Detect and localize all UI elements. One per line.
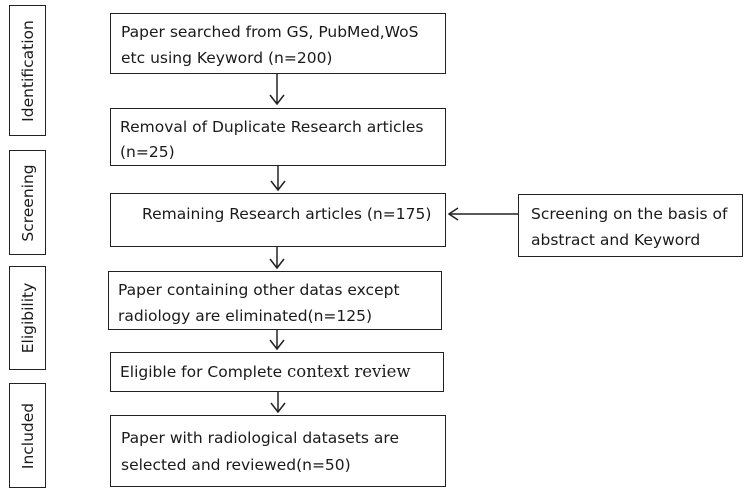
- eligible-text: Eligible for Complete context review: [120, 359, 411, 385]
- duplicates-text-line1: Removal of Duplicate Research articles: [120, 118, 424, 136]
- arrow-duplicates-to-remaining: [270, 166, 286, 192]
- other-data-box: [108, 271, 442, 330]
- other-data-text-line1: Paper containing other datas except: [118, 281, 400, 299]
- included-text-line1: Paper with radiological datasets are: [121, 429, 399, 447]
- included-box: [110, 415, 446, 487]
- search-text-line2: etc using Keyword (n=200): [121, 49, 333, 67]
- eligible-box: [110, 352, 444, 392]
- arrow-eligible-to-included: [270, 392, 286, 414]
- duplicates-box: [110, 108, 446, 166]
- remaining-box: [110, 193, 446, 247]
- stage-identification: Identification: [9, 5, 46, 136]
- stage-screening: Screening: [9, 150, 46, 255]
- eligible-text-part2: context review: [287, 362, 411, 381]
- stage-eligibility: Eligibility: [9, 266, 46, 370]
- search-text-line1: Paper searched from GS, PubMed,WoS: [121, 23, 419, 41]
- arrow-screening-basis-to-remaining: [447, 207, 518, 221]
- remaining-text: Remaining Research articles (n=175): [142, 205, 432, 223]
- duplicates-text-line2: (n=25): [120, 143, 175, 161]
- eligible-text-part1: Eligible for Complete: [120, 363, 288, 381]
- arrow-search-to-duplicates: [269, 74, 285, 106]
- arrow-other-data-to-eligible: [269, 330, 285, 351]
- screening-basis-box: [518, 194, 743, 257]
- stage-included: Included: [9, 383, 46, 488]
- search-box: [110, 13, 446, 74]
- other-data-text-line2: radiology are eliminated(n=125): [118, 307, 373, 325]
- screening-basis-text-line2: abstract and Keyword: [531, 231, 701, 249]
- arrow-remaining-to-other-data: [269, 247, 285, 270]
- screening-basis-text-line1: Screening on the basis of: [531, 205, 728, 223]
- included-text-line2: selected and reviewed(n=50): [121, 456, 351, 474]
